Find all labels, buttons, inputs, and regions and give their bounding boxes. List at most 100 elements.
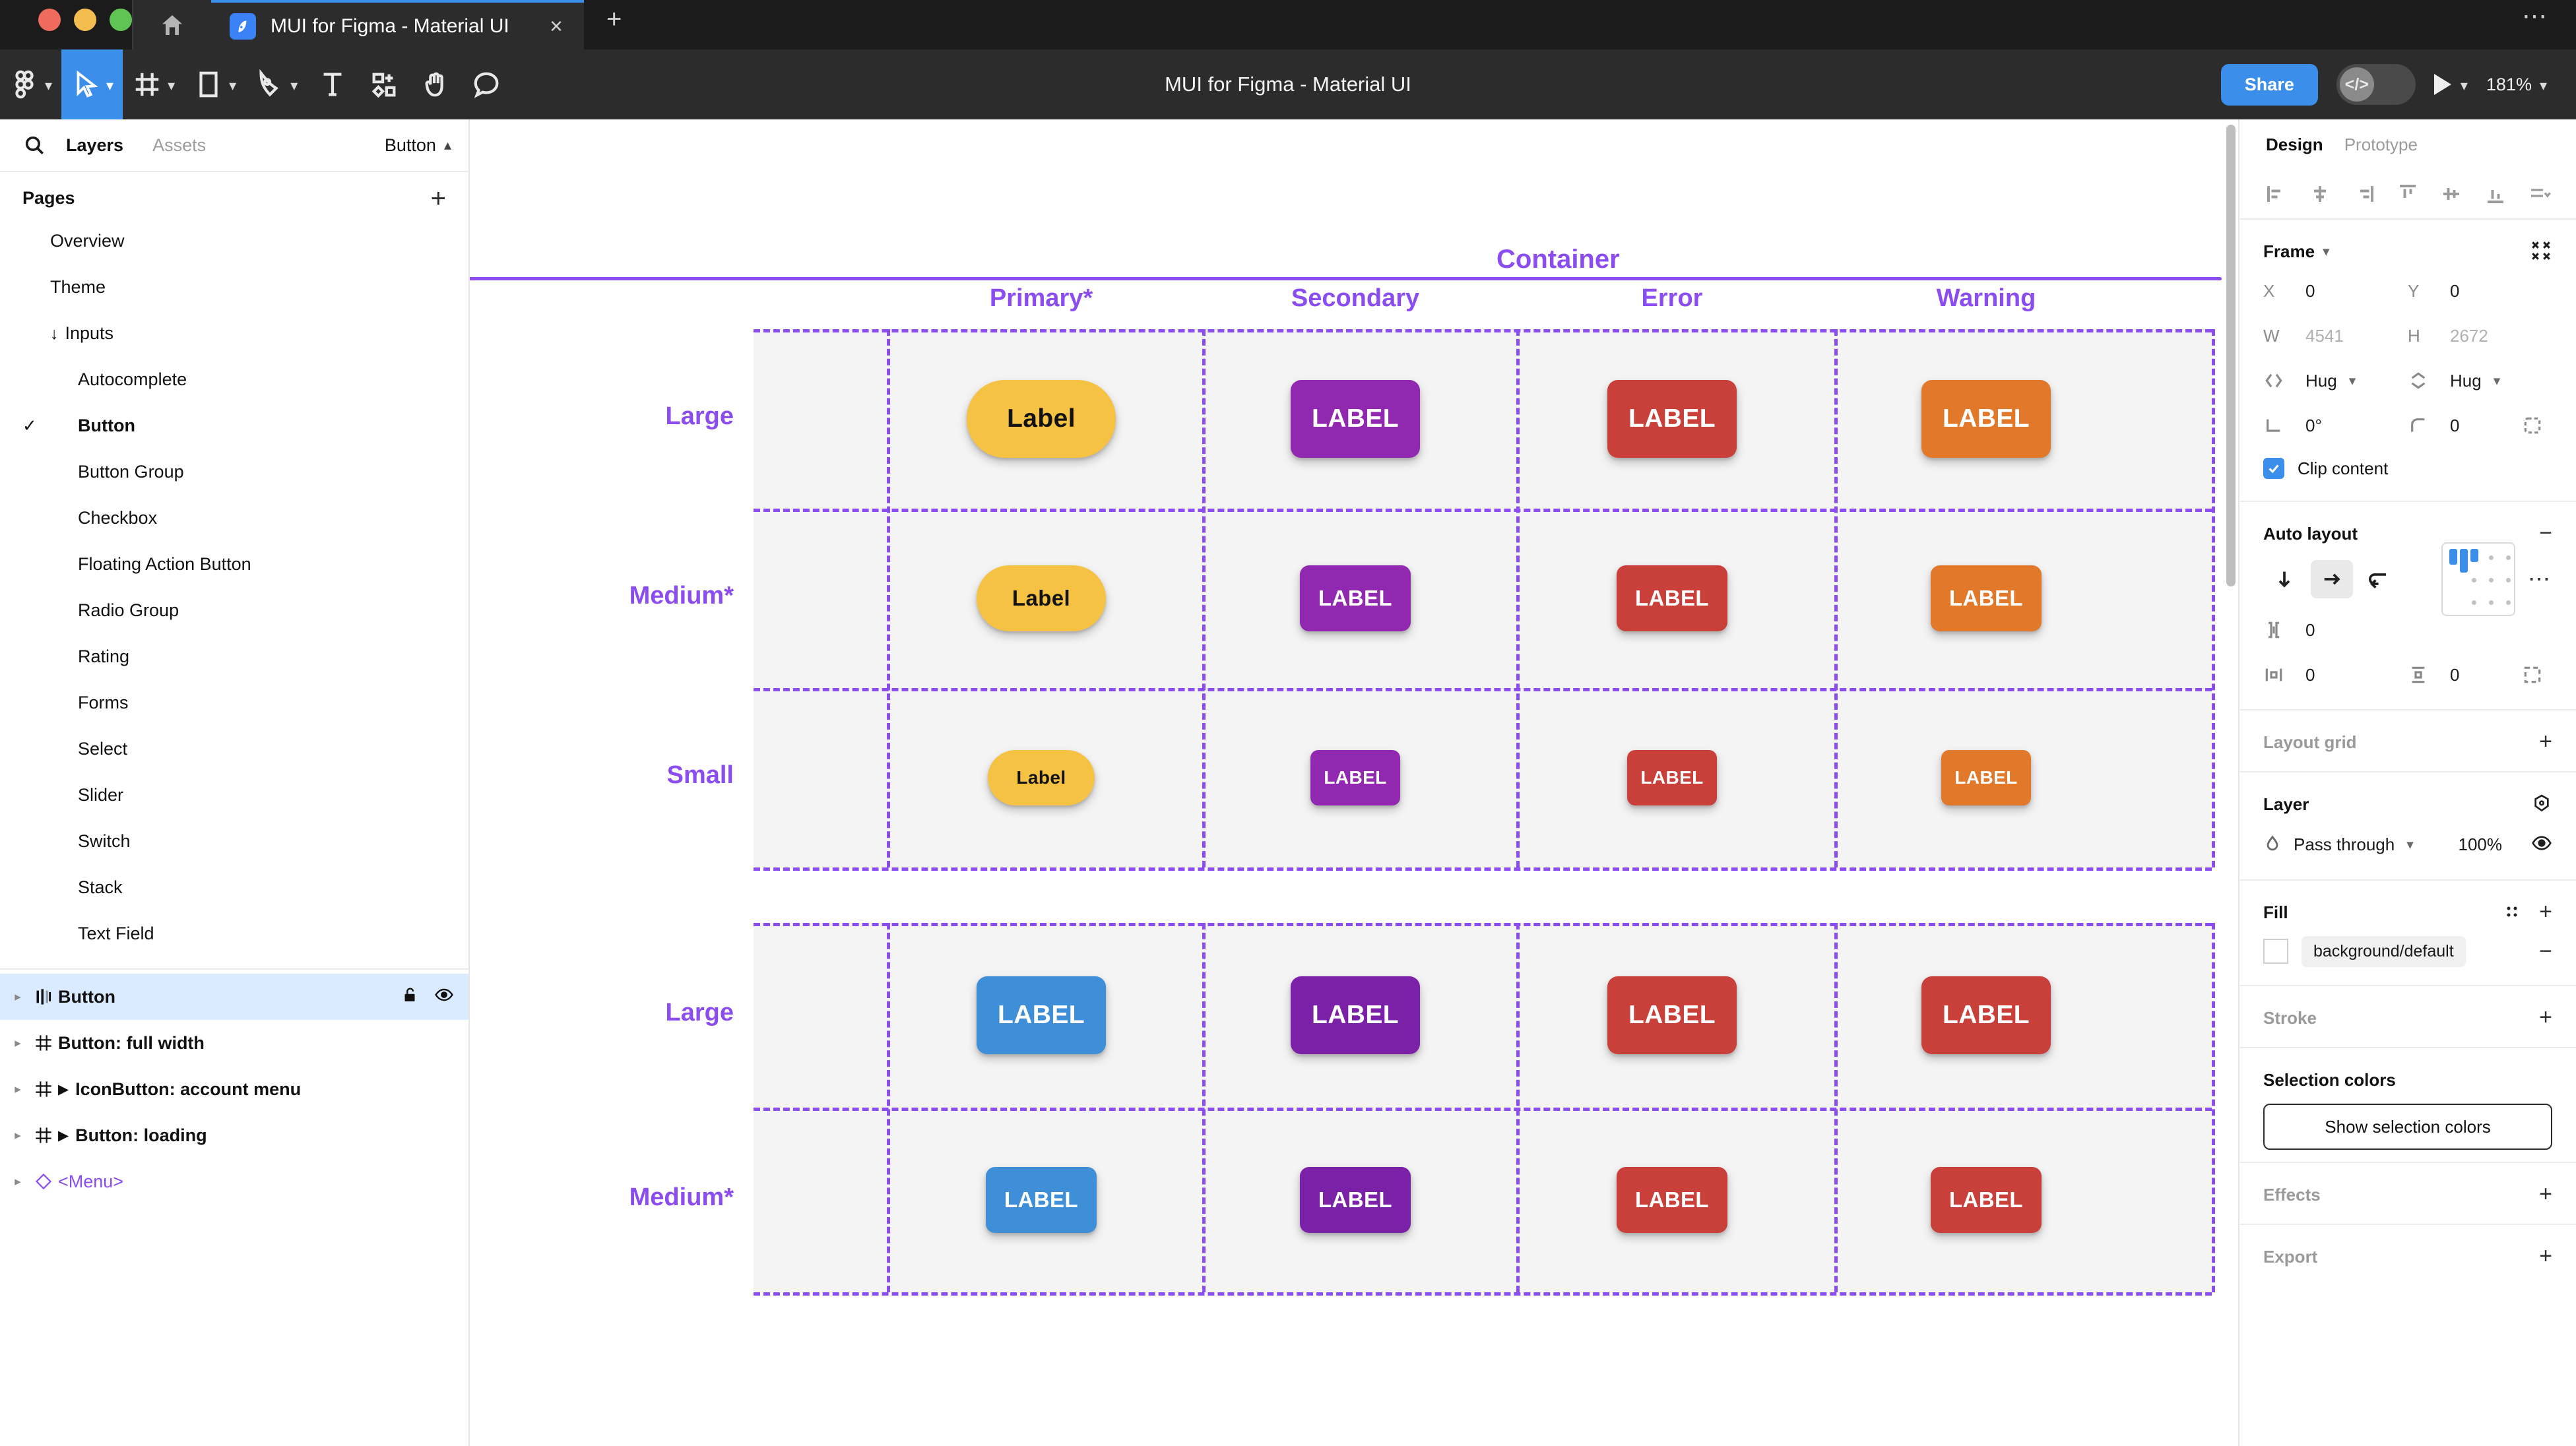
button-preview[interactable]: LABEL xyxy=(977,976,1106,1054)
layer-row[interactable]: ▸▶Button: loading xyxy=(0,1112,468,1158)
corner-radius-field[interactable]: 0 xyxy=(2408,415,2552,436)
window-maximize-button[interactable] xyxy=(110,9,132,31)
window-close-button[interactable] xyxy=(38,9,61,31)
pen-icon[interactable]: ▾ xyxy=(245,49,307,119)
eye-icon[interactable] xyxy=(434,985,454,1009)
layer-row[interactable]: ▸<Menu> xyxy=(0,1158,468,1205)
padding-horizontal-field[interactable]: 0 xyxy=(2263,664,2408,685)
plus-icon[interactable]: + xyxy=(606,5,622,34)
distribute-icon[interactable] xyxy=(2526,181,2552,207)
align-top-icon[interactable] xyxy=(2395,181,2421,207)
button-preview[interactable]: LABEL xyxy=(1921,380,2051,458)
frame-name-label[interactable]: Container xyxy=(1497,245,1620,274)
tab-prototype[interactable]: Prototype xyxy=(2344,134,2418,154)
expanded-padding-icon[interactable] xyxy=(2522,664,2552,685)
button-preview[interactable]: LABEL xyxy=(1310,750,1400,805)
tab-assets[interactable]: Assets xyxy=(152,135,207,155)
layer-settings-icon[interactable] xyxy=(2531,793,2552,815)
height-field[interactable]: H 2672 xyxy=(2408,326,2552,346)
move-cursor-icon[interactable]: ▾ xyxy=(61,49,123,119)
page-item-stack[interactable]: Stack xyxy=(0,864,468,910)
close-icon[interactable]: × xyxy=(550,13,563,39)
button-preview[interactable]: Label xyxy=(988,750,1095,805)
page-item-theme[interactable]: Theme xyxy=(0,264,468,310)
rotation-field[interactable]: 0° xyxy=(2263,415,2408,436)
page-item-checkbox[interactable]: Checkbox xyxy=(0,495,468,541)
button-preview[interactable]: LABEL xyxy=(1607,380,1737,458)
plus-icon[interactable]: + xyxy=(2539,1243,2552,1269)
button-preview[interactable]: LABEL xyxy=(1291,976,1420,1054)
window-minimize-button[interactable] xyxy=(74,9,96,31)
present-button[interactable]: ▾ xyxy=(2433,74,2468,95)
home-button[interactable] xyxy=(132,0,211,49)
frame-icon[interactable]: ▾ xyxy=(123,49,184,119)
page-item-autocomplete[interactable]: Autocomplete xyxy=(0,356,468,402)
page-item-slider[interactable]: Slider xyxy=(0,772,468,818)
dev-mode-toggle[interactable]: </> xyxy=(2336,64,2416,105)
x-field[interactable]: X 0 xyxy=(2263,281,2408,301)
button-preview[interactable]: LABEL xyxy=(1617,565,1727,631)
eye-icon[interactable] xyxy=(2531,833,2552,857)
tab-layers[interactable]: Layers xyxy=(66,135,124,155)
button-preview[interactable]: LABEL xyxy=(1300,1167,1411,1233)
style-grid-icon[interactable] xyxy=(2502,902,2522,923)
arrow-down-icon[interactable] xyxy=(2263,560,2305,598)
disclosure-triangle-icon[interactable]: ▸ xyxy=(15,1082,21,1096)
blend-mode-row[interactable]: Pass through ▾ 100% xyxy=(2263,821,2552,867)
layer-row[interactable]: ▸▶IconButton: account menu xyxy=(0,1066,468,1112)
fill-color-swatch[interactable] xyxy=(2263,939,2288,964)
plus-icon[interactable]: + xyxy=(2539,1005,2552,1030)
browser-tab[interactable]: MUI for Figma - Material UI × xyxy=(211,0,584,49)
wrap-icon[interactable] xyxy=(2358,560,2400,598)
button-preview[interactable]: LABEL xyxy=(986,1167,1097,1233)
page-item-floating-action-button[interactable]: Floating Action Button xyxy=(0,541,468,587)
zoom-selector[interactable]: 181% ▾ xyxy=(2486,75,2547,95)
align-bottom-icon[interactable] xyxy=(2482,181,2509,207)
search-icon[interactable] xyxy=(17,128,51,162)
align-left-icon[interactable] xyxy=(2263,181,2290,207)
page-item-forms[interactable]: Forms xyxy=(0,679,468,726)
resize-width-field[interactable]: Hug ▾ xyxy=(2263,370,2408,391)
plus-icon[interactable]: + xyxy=(2539,899,2552,925)
layer-row[interactable]: ▸Button: full width xyxy=(0,1020,468,1066)
fill-token-name[interactable]: background/default xyxy=(2302,935,2466,967)
resize-height-field[interactable]: Hug ▾ xyxy=(2408,370,2552,391)
button-preview[interactable]: LABEL xyxy=(1941,750,2031,805)
disclosure-triangle-icon[interactable]: ▸ xyxy=(15,990,21,1004)
clip-content-row[interactable]: Clip content xyxy=(2263,448,2552,489)
page-item-inputs[interactable]: ↓Inputs xyxy=(0,310,468,356)
ellipsis-icon[interactable]: ⋯ xyxy=(2528,566,2552,592)
button-preview[interactable]: LABEL xyxy=(1607,976,1737,1054)
figma-menu-icon[interactable]: ▾ xyxy=(0,49,61,119)
button-preview[interactable]: LABEL xyxy=(1627,750,1717,805)
tab-design[interactable]: Design xyxy=(2266,134,2323,154)
gap-field[interactable]: 0 xyxy=(2263,619,2408,641)
page-item-radio-group[interactable]: Radio Group xyxy=(0,587,468,633)
page-item-button[interactable]: ✓Button xyxy=(0,402,468,449)
button-preview[interactable]: LABEL xyxy=(1931,1167,2042,1233)
arrow-right-icon[interactable] xyxy=(2311,560,2353,598)
chevron-down-icon[interactable]: ▾ xyxy=(2323,243,2330,259)
align-horizontal-center-icon[interactable] xyxy=(2307,181,2333,207)
button-preview[interactable]: Label xyxy=(967,380,1116,458)
button-preview[interactable]: LABEL xyxy=(1617,1167,1727,1233)
alignment-grid[interactable] xyxy=(2441,542,2515,616)
ellipsis-icon[interactable]: ⋯ xyxy=(2522,3,2550,30)
page-item-text-field[interactable]: Text Field xyxy=(0,910,468,957)
independent-corners-icon[interactable] xyxy=(2522,415,2552,436)
align-vertical-center-icon[interactable] xyxy=(2438,181,2464,207)
page-selector[interactable]: Button ▴ xyxy=(385,135,451,156)
layer-row[interactable]: ▸Button xyxy=(0,974,468,1020)
show-selection-colors-button[interactable]: Show selection colors xyxy=(2263,1104,2552,1150)
expand-triangle-icon[interactable]: ▶ xyxy=(58,1127,69,1143)
expand-triangle-icon[interactable]: ▶ xyxy=(58,1081,69,1097)
disclosure-triangle-icon[interactable]: ▸ xyxy=(15,1036,21,1050)
components-icon[interactable] xyxy=(358,49,410,119)
canvas-scrollbar-vertical[interactable] xyxy=(2226,125,2236,586)
share-button[interactable]: Share xyxy=(2220,63,2318,106)
padding-vertical-field[interactable]: 0 xyxy=(2408,664,2552,685)
page-item-select[interactable]: Select xyxy=(0,726,468,772)
y-field[interactable]: Y 0 xyxy=(2408,281,2552,301)
plus-icon[interactable]: + xyxy=(2539,1181,2552,1207)
